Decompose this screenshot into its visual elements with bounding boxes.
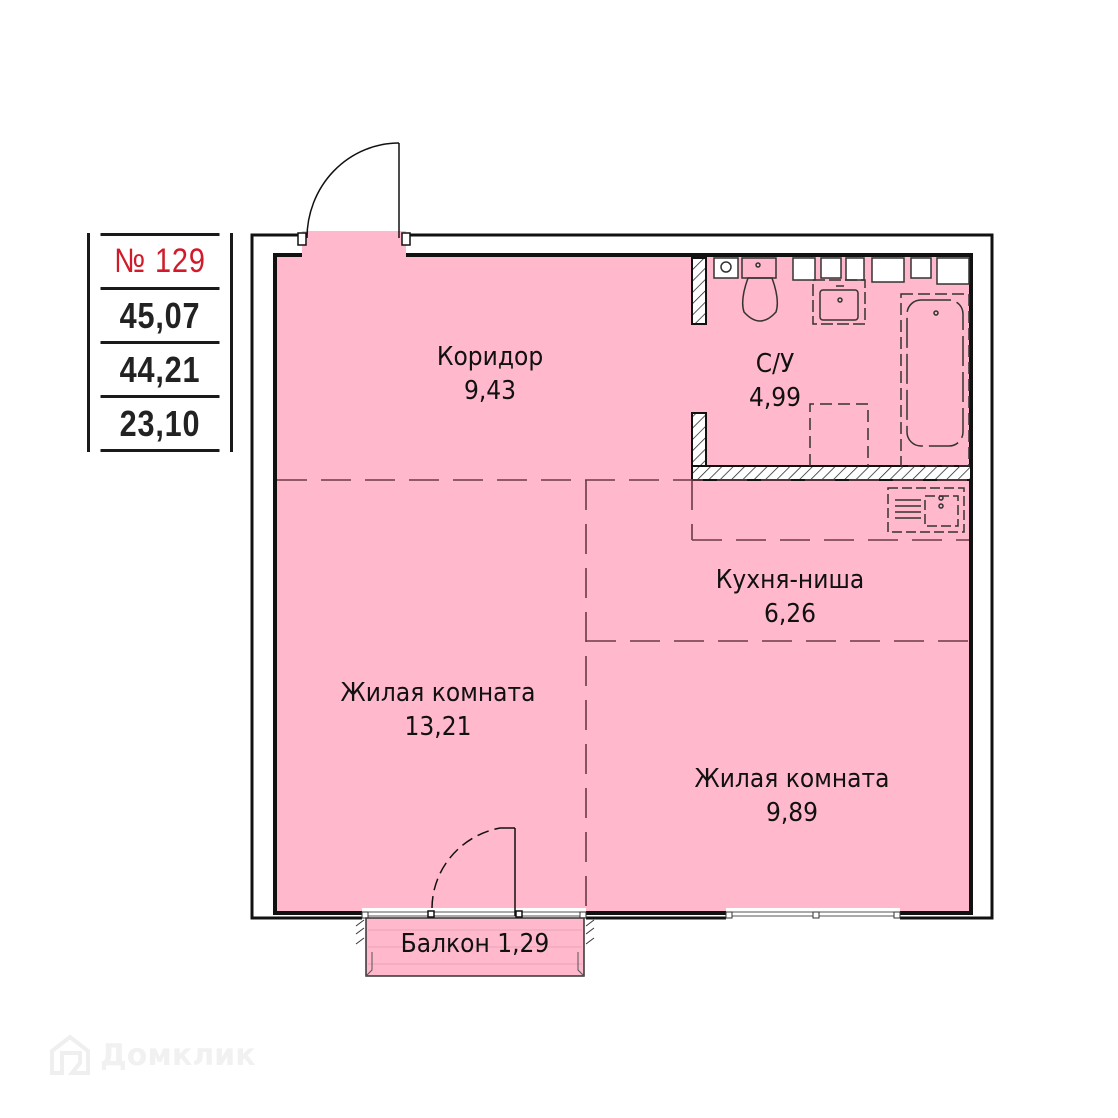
zone-dividers — [277, 479, 969, 908]
watermark-text: Домклик — [100, 1037, 256, 1073]
cabinet — [792, 257, 816, 281]
total-area: 45,07 — [100, 287, 220, 341]
bathtub-icon — [906, 299, 964, 447]
room-label-kitchen: Кухня-ниша 6,26 — [700, 563, 880, 631]
apartment-info-table: № 129 45,07 44,21 23,10 — [87, 233, 233, 452]
room-name: С/У — [755, 349, 795, 379]
stove-icon — [887, 487, 965, 533]
toilet-tank — [713, 257, 739, 279]
room-name: Балкон — [400, 929, 490, 959]
room-label-bathroom: С/У 4,99 — [730, 347, 820, 415]
room-name: Жилая комната — [340, 678, 536, 708]
room-area: 4,99 — [748, 383, 802, 413]
exterior-walls — [250, 231, 994, 920]
room-name: Коридор — [436, 342, 544, 372]
room-label-living-room-1: Жилая комната 13,21 — [330, 676, 546, 744]
apartment-floor — [273, 253, 973, 915]
living-area: 23,10 — [100, 395, 220, 452]
room-area: 6,26 — [763, 599, 817, 629]
balcony — [355, 917, 595, 977]
room-name: Кухня-ниша — [715, 565, 865, 595]
room-area: 9,89 — [765, 798, 819, 828]
washing-machine-space — [809, 403, 869, 466]
room-name: Жилая комната — [694, 764, 890, 794]
kitchen-fixtures — [887, 487, 965, 533]
sink-icon — [812, 279, 866, 325]
room-label-corridor: Коридор 9,43 — [427, 340, 553, 408]
room-label-balcony: Балкон 1,29 — [390, 927, 561, 961]
balcony-door — [427, 827, 523, 918]
room-area: 9,43 — [463, 376, 517, 406]
room-area: 1,29 — [497, 929, 550, 959]
area-without-balcony: 44,21 — [100, 341, 220, 395]
toilet-icon — [741, 277, 779, 322]
apartment-number: № 129 — [100, 233, 220, 287]
bathroom-fixtures — [713, 257, 970, 467]
domclick-watermark: Домклик — [48, 1033, 256, 1077]
house-logo-icon — [50, 1034, 90, 1075]
room-label-living-room-2: Жилая комната 9,89 — [684, 762, 900, 830]
bathtub-outline — [900, 293, 970, 467]
room-area: 13,21 — [404, 712, 472, 742]
entrance-door — [306, 142, 400, 239]
